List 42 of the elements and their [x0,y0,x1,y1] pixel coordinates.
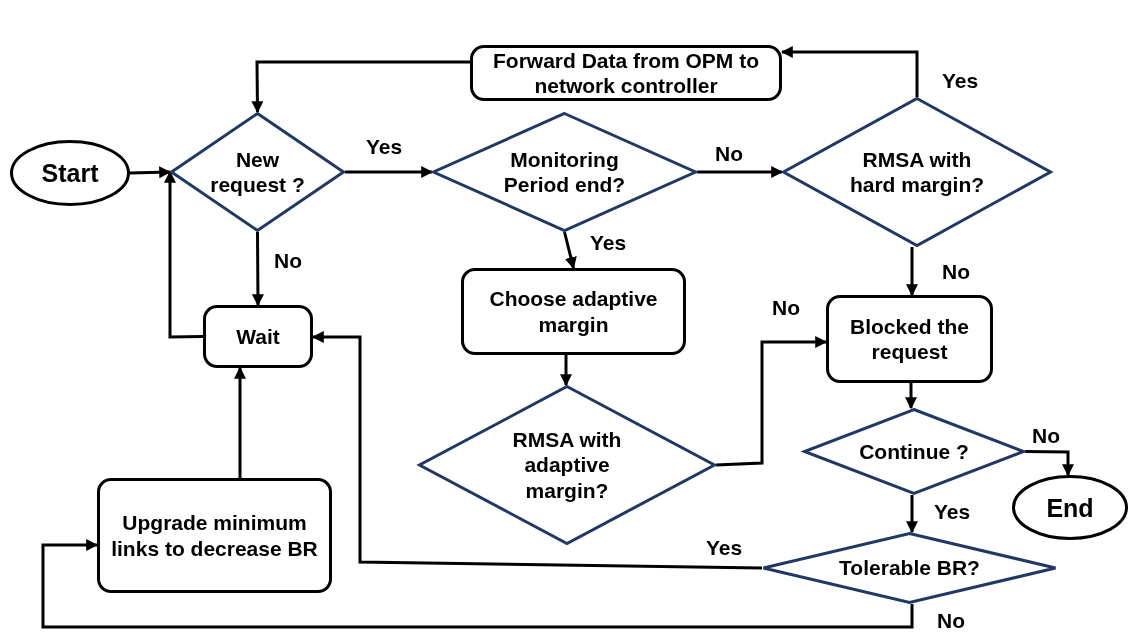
node-label: Monitoring Period end? [502,146,627,198]
arrow [780,46,919,97]
terminal-oval [1012,475,1128,540]
decision-diamond [803,408,1025,495]
decision-diamond [170,112,345,232]
node-label: RMSA with adaptive margin? [511,427,623,503]
arrow [129,166,172,179]
arrow [164,170,204,339]
process-box [470,45,782,101]
process-box [203,305,313,368]
node-label: Forward Data from OPM to network controller [492,47,760,99]
arrow [697,166,784,178]
node-label: Tolerable BR? [838,555,981,581]
arrow [906,495,918,534]
arrow [906,247,918,297]
arrow [311,331,763,570]
terminal-oval [10,140,130,206]
node-label: Blocked the request [849,313,970,365]
arrow [563,231,577,270]
arrow [251,60,470,114]
node-label: New request ? [209,146,306,198]
arrow [41,539,914,629]
node-label: RMSA with hard margin? [848,146,986,198]
process-box [97,478,332,593]
arrow [905,383,917,410]
arrow [1025,450,1074,477]
node-label: Start [40,158,100,188]
decision-diamond [782,97,1052,247]
node-label: Choose adaptive margin [488,286,659,337]
decision-diamond [432,112,697,232]
decision-diamond [762,532,1057,604]
arrow [234,366,246,478]
arrow [345,166,434,178]
node-label: Wait [235,323,281,350]
arrow [560,355,572,387]
node-label: End [1045,492,1095,523]
node-label: Upgrade minimum links to decrease BR [110,510,319,561]
process-box [826,295,993,383]
node-label: Continue ? [859,438,969,465]
process-box [461,268,686,355]
arrow [715,336,828,467]
arrow [251,232,264,307]
